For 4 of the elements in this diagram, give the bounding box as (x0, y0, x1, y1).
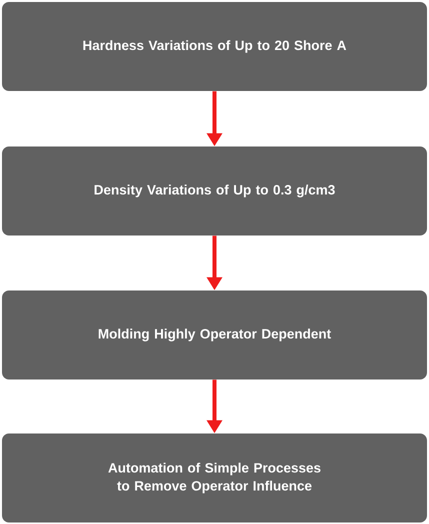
process-box: Density Variations of Up to 0.3 g/cm3 (2, 146, 427, 236)
process-box: Automation of Simple Processes to Remove Operator Influence (2, 434, 427, 522)
process-box: Molding Highly Operator Dependent (2, 290, 427, 380)
process-box: Hardness Variations of Up to 20 Shore A (2, 2, 427, 91)
